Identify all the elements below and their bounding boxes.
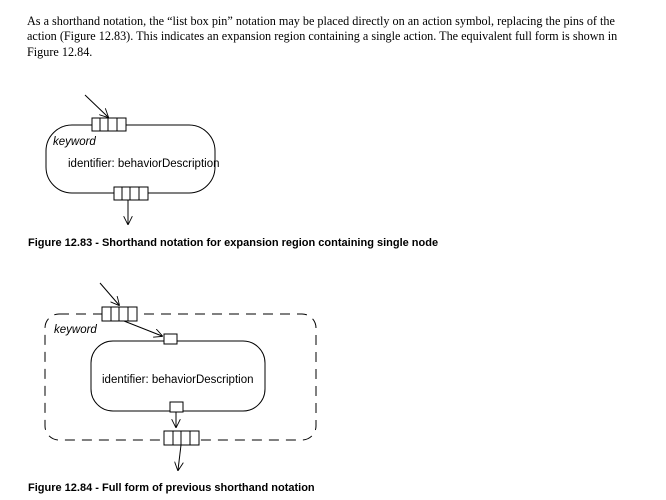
input-list-box-pin xyxy=(91,117,127,132)
output-expansion-node xyxy=(163,430,200,446)
paragraph-line: As a shorthand notation, the “list box p… xyxy=(27,14,615,28)
incoming-flow-arrow xyxy=(99,282,119,305)
figure-12-83-caption: Figure 12.83 - Shorthand notation for ex… xyxy=(28,237,439,249)
action-label: identifier: behaviorDescription xyxy=(68,158,220,170)
input-expansion-node xyxy=(101,306,138,322)
output-list-box-pin xyxy=(113,186,149,201)
action-label: identifier: behaviorDescription xyxy=(102,374,254,386)
action-output-pin xyxy=(169,401,184,413)
internal-flow-arrow xyxy=(123,320,162,336)
action-input-pin xyxy=(163,333,178,345)
outgoing-flow-arrow xyxy=(178,444,181,470)
figure-12-84-caption: Figure 12.84 - Full form of previous sho… xyxy=(28,482,315,494)
body-paragraph: As a shorthand notation, the “list box p… xyxy=(27,14,663,60)
keyword-label: keyword xyxy=(53,136,96,148)
expansion-region xyxy=(44,313,317,441)
incoming-flow-arrow xyxy=(84,94,108,117)
paragraph-line: Figure 12.84. xyxy=(27,44,93,59)
paragraph-line: action (Figure 12.83). This indicates an… xyxy=(27,29,618,44)
keyword-label: keyword xyxy=(54,324,97,336)
